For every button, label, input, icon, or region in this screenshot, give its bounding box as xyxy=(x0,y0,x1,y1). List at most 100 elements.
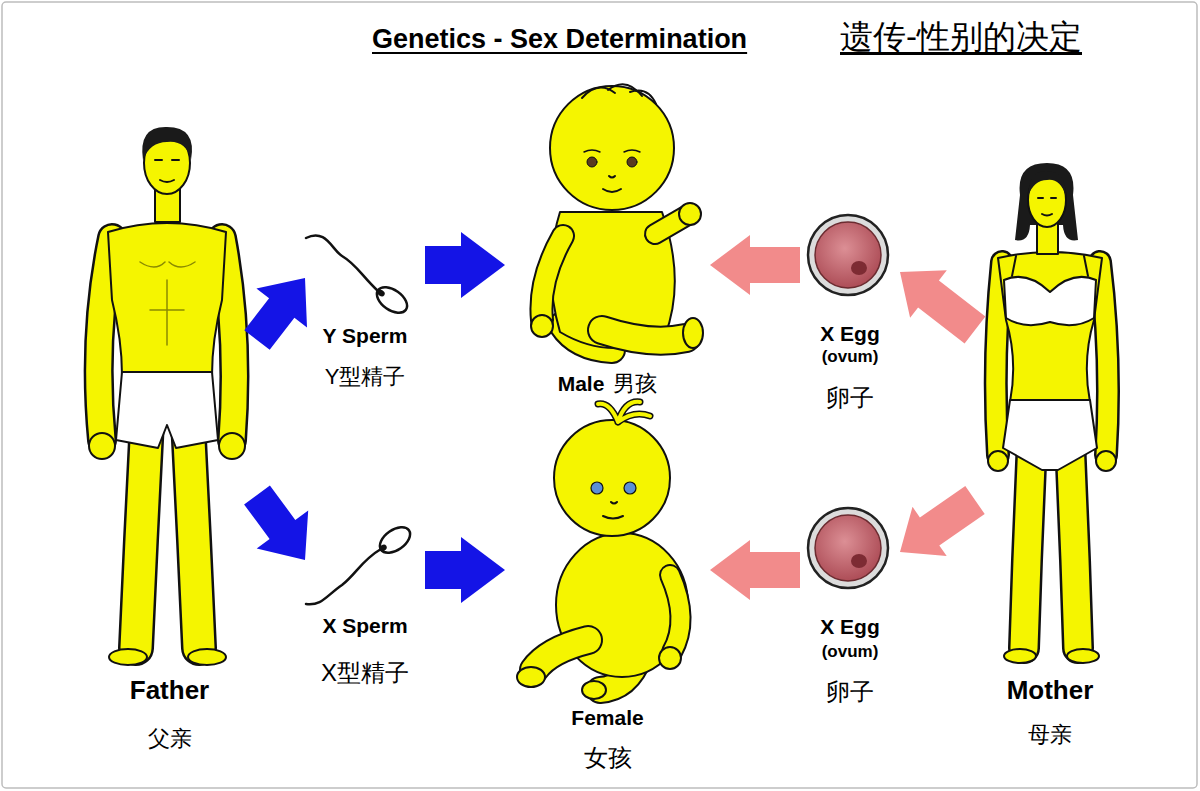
male-baby-art-part xyxy=(541,236,563,320)
x-sperm-art-part xyxy=(378,543,388,553)
figure-label-zh: 男孩 xyxy=(613,371,657,396)
figure-label: (ovum) xyxy=(822,347,879,366)
label-row: (ovum) xyxy=(822,347,879,367)
figure-label-zh: 父亲 xyxy=(148,726,192,751)
male-baby-art-part xyxy=(602,330,686,341)
block-arrow xyxy=(710,540,800,600)
female-baby-art-part xyxy=(517,667,545,687)
y-sperm-art-part xyxy=(376,288,386,298)
mother-figure-art-part xyxy=(988,451,1008,471)
label-row: 父亲 xyxy=(148,726,192,751)
father-figure-art-part xyxy=(89,433,115,459)
father-figure-art-part xyxy=(188,420,199,648)
figure-label-zh: X型精子 xyxy=(321,659,409,686)
father-figure-art-part xyxy=(142,127,192,160)
father-figure-art-part xyxy=(219,433,245,459)
figure-label: Father xyxy=(130,675,209,705)
male-baby-art-part xyxy=(602,330,686,341)
title: Genetics - Sex Determination xyxy=(372,24,747,55)
figure-label: Y Sperm xyxy=(323,324,408,347)
father-figure-art xyxy=(89,127,245,665)
figure-label-zh: 卵子 xyxy=(826,384,874,411)
father-figure-art-part xyxy=(136,420,147,648)
figure-label-zh: 卵子 xyxy=(826,678,874,705)
label-row: Female xyxy=(571,706,643,730)
mother-figure-art-part xyxy=(1096,451,1116,471)
mother-figure-art-part xyxy=(1100,262,1108,455)
father-figure-art-part xyxy=(109,649,147,665)
label-row: Male 男孩 xyxy=(558,371,658,396)
x-egg-art xyxy=(808,508,888,588)
mother-figure-art-part xyxy=(1004,277,1096,325)
male-baby-art-part xyxy=(582,84,656,104)
female-baby-art-part xyxy=(624,482,636,494)
label-row: Y型精子 xyxy=(325,364,406,389)
father-figure-art-part xyxy=(188,420,199,648)
mother-figure-art-part xyxy=(1100,262,1108,455)
x-egg-art-part xyxy=(815,515,881,581)
x-sperm-art-part xyxy=(375,522,414,558)
label-row: X型精子 xyxy=(321,659,409,687)
female-baby-art-part xyxy=(659,647,681,669)
figure-label: X Egg xyxy=(820,615,880,638)
male-baby-art-part xyxy=(531,315,553,337)
mother-figure-art-part xyxy=(1003,400,1097,470)
male-baby-art-part xyxy=(627,157,637,167)
mother-figure-art-part xyxy=(996,262,1002,455)
baby-node: Male 男孩 xyxy=(505,75,710,405)
mother-figure-art-part xyxy=(1038,198,1056,216)
block-arrow xyxy=(710,235,800,295)
x-egg-art-part xyxy=(815,222,881,288)
male-baby-art xyxy=(531,84,703,350)
figure-label: X Sperm xyxy=(322,614,407,637)
label-row: Mother xyxy=(1007,676,1094,706)
mother-figure-art-part xyxy=(1004,649,1036,663)
mother-node: Mother母亲 xyxy=(975,155,1125,755)
mother-figure-art-part xyxy=(1070,440,1078,648)
label-row: Y Sperm xyxy=(323,324,408,348)
mother-figure-art-part xyxy=(998,252,1102,402)
y-sperm-art-part xyxy=(306,235,378,291)
mother-figure-art xyxy=(988,163,1116,663)
sperm-node: X SpermX型精子 xyxy=(305,520,425,692)
label-row: 卵子 xyxy=(826,678,874,706)
x-sperm-art-part xyxy=(306,549,381,604)
figure-label: (ovum) xyxy=(822,642,879,661)
x-egg-art xyxy=(808,215,888,295)
block-arrow xyxy=(900,486,985,556)
sperm-node: Y SpermY型精子 xyxy=(305,228,425,400)
female-baby-art-part xyxy=(534,640,588,670)
female-baby-art-part xyxy=(670,575,681,652)
block-arrow xyxy=(244,278,307,350)
female-baby-art-part xyxy=(582,681,606,699)
label-row: (ovum) xyxy=(822,642,879,662)
egg-node: X Egg (ovum) 卵子 xyxy=(800,210,900,415)
figure-label: Female xyxy=(571,706,643,729)
label-row: 卵子 xyxy=(826,384,874,412)
father-figure-art-part xyxy=(116,372,218,448)
father-figure-art-part xyxy=(108,223,226,375)
female-baby-art-part xyxy=(670,575,681,652)
male-baby-art-part xyxy=(683,318,703,348)
father-node: Father 父亲 xyxy=(82,125,257,755)
mother-figure-art-part xyxy=(1012,256,1088,276)
figure-label: X Egg xyxy=(820,322,880,345)
mother-figure-art-part xyxy=(1024,440,1032,648)
baby-node: Female女孩 xyxy=(505,395,710,780)
male-baby-art-part xyxy=(584,150,640,152)
mother-figure-art-part xyxy=(996,262,1002,455)
figure-label: Male xyxy=(558,372,605,395)
x-egg-art-part xyxy=(808,508,888,588)
block-arrow xyxy=(900,270,985,343)
mother-figure-art-part xyxy=(1028,171,1066,196)
x-egg-art-part xyxy=(851,261,867,275)
female-baby-art-part xyxy=(603,502,623,519)
mother-figure-art-part xyxy=(1070,440,1078,648)
female-baby-art-part xyxy=(591,482,603,494)
label-row: X Egg xyxy=(820,615,880,639)
female-baby-art-part xyxy=(598,402,650,422)
male-baby-art-part xyxy=(541,236,563,320)
label-row: Father xyxy=(130,676,209,706)
male-baby-art-part xyxy=(587,157,597,167)
